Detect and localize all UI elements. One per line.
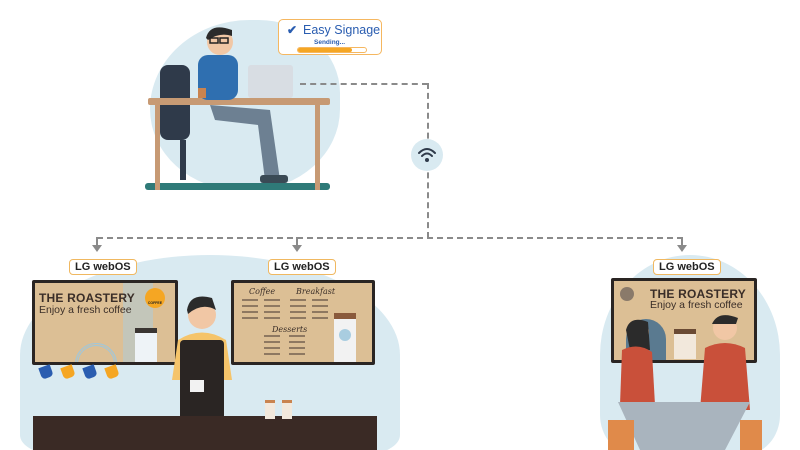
display-subtitle: Enjoy a fresh coffee xyxy=(39,304,132,316)
logo-icon xyxy=(620,287,634,301)
status-text: Sending... xyxy=(314,39,346,46)
connector xyxy=(96,237,98,245)
menu-item-line xyxy=(289,353,305,355)
display-label: LG webOS xyxy=(653,259,721,275)
menu-item-line xyxy=(264,347,280,349)
menu-item-line xyxy=(312,305,328,307)
menu-heading: Coffee xyxy=(249,287,276,296)
menu-item-line xyxy=(290,299,306,301)
menu-item-line xyxy=(312,317,328,319)
menu-item-line xyxy=(242,317,258,319)
menu-item-line xyxy=(289,335,305,337)
menu-item-line xyxy=(242,311,258,313)
connector xyxy=(681,237,683,245)
menu-item-line xyxy=(289,341,305,343)
menu-heading: Breakfast xyxy=(296,287,336,296)
barista-illustration xyxy=(172,296,232,420)
arrow-down-icon xyxy=(92,245,102,252)
menu-heading: Desserts xyxy=(272,325,308,334)
display-subtitle: Enjoy a fresh coffee xyxy=(650,299,743,311)
menu-item-line xyxy=(264,311,280,313)
menu-item-line xyxy=(290,311,306,313)
menu-item-line xyxy=(264,335,280,337)
menu-item-line xyxy=(264,299,280,301)
display-title: THE ROASTERY xyxy=(650,287,746,301)
app-name: Easy Signage xyxy=(303,23,381,37)
coffee-logo-icon: COFFEE xyxy=(145,288,165,308)
easy-signage-logo-icon: ✔ xyxy=(287,23,298,37)
display-roastery-left: THE ROASTERY Enjoy a fresh coffee COFFEE xyxy=(32,280,178,365)
menu-item-line xyxy=(264,317,280,319)
cup-icon xyxy=(282,400,292,419)
arrow-down-icon xyxy=(292,245,302,252)
progress-fill xyxy=(298,48,353,52)
display-title: THE ROASTERY xyxy=(39,291,135,305)
progress-bar xyxy=(297,47,367,53)
menu-item-line xyxy=(242,299,258,301)
connector xyxy=(97,237,683,239)
display-label: LG webOS xyxy=(268,259,336,275)
menu-item-line xyxy=(312,311,328,313)
office-worker-illustration xyxy=(145,27,330,190)
wifi-icon xyxy=(411,139,443,171)
connector xyxy=(296,237,298,245)
logo-text: COFFEE xyxy=(147,301,163,305)
menu-item-line xyxy=(290,317,306,319)
display-label: LG webOS xyxy=(69,259,137,275)
menu-item-line xyxy=(312,299,328,301)
coffee-cup-icon xyxy=(334,313,356,362)
menu-item-line xyxy=(264,353,280,355)
counter xyxy=(33,416,377,450)
ripple-decoration xyxy=(75,343,117,362)
menu-item-line xyxy=(290,305,306,307)
customers-illustration xyxy=(608,315,762,450)
cup-icon xyxy=(265,400,275,419)
menu-item-line xyxy=(289,347,305,349)
sending-notification: ✔ Easy Signage Sending... xyxy=(278,19,382,55)
connector xyxy=(300,83,428,85)
menu-item-line xyxy=(264,341,280,343)
coffee-cup-icon xyxy=(135,328,157,362)
display-menu: Coffee Breakfast Desserts xyxy=(231,280,375,365)
arrow-down-icon xyxy=(677,245,687,252)
menu-item-line xyxy=(264,305,280,307)
coffee-cup-icon xyxy=(674,329,696,359)
menu-item-line xyxy=(242,305,258,307)
